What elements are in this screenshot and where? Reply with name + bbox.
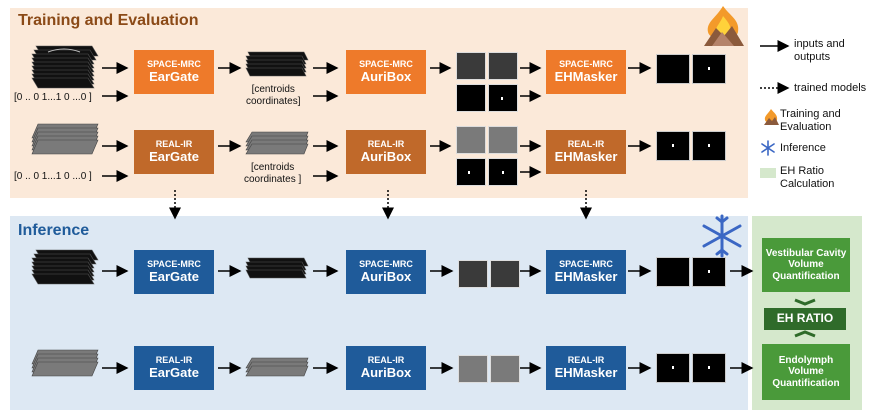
fire-icon <box>704 6 744 46</box>
label-vector-training-1: [0 .. 0 1...1 0 ...0 ] <box>14 92 92 103</box>
module-label: EHMasker <box>554 268 618 284</box>
centroids-label-training-1: [centroids coordinates] <box>246 84 301 107</box>
fire-legend-icon <box>764 109 779 125</box>
modality-label: SPACE-MRC <box>359 258 413 269</box>
ehmasker-real-ir-training: REAL-IR EHMasker <box>546 130 626 174</box>
vestibular-quantification-box: Vestibular Cavity Volume Quantification <box>762 238 850 292</box>
mask-dot <box>501 97 503 100</box>
mask-crop-right-space-training <box>488 84 518 112</box>
training-real-ir-volume <box>31 123 99 155</box>
ear-crop-right-space-inference <box>490 260 520 288</box>
legend-eh-swatch <box>760 168 776 178</box>
modality-label: REAL-IR <box>155 138 193 149</box>
inference-real-ir-crop <box>245 357 309 377</box>
module-label: EarGate <box>149 364 199 380</box>
module-label: EarGate <box>149 148 199 164</box>
legend-inference: Inference <box>780 142 826 154</box>
ear-crop-right-real-inference <box>490 355 520 383</box>
mask-crop-left-space-training <box>456 84 486 112</box>
legend-trained-models: trained models <box>794 82 867 94</box>
output-mask-left-space-training <box>656 54 690 84</box>
label-vector-training-2: [0 .. 0 1...1 0 ...0 ] <box>14 171 92 182</box>
eh-ratio-box: EH RATIO <box>764 308 846 330</box>
mask-dot <box>708 67 710 70</box>
inference-space-mrc-crop <box>245 257 309 279</box>
ear-crop-right-space-training <box>488 52 518 80</box>
auribox-real-ir-inference: REAL-IR AuriBox <box>346 346 426 390</box>
modality-label: SPACE-MRC <box>359 58 413 69</box>
ehmasker-space-mrc-training: SPACE-MRC EHMasker <box>546 50 626 94</box>
training-title: Training and Evaluation <box>18 12 199 29</box>
mask-crop-left-real-training <box>456 158 486 186</box>
ehmasker-space-mrc-inference: SPACE-MRC EHMasker <box>546 250 626 294</box>
output-mask-left-space-inference <box>656 257 690 287</box>
module-label: EarGate <box>149 268 199 284</box>
ear-crop-right-real-training <box>488 126 518 154</box>
module-label: AuriBox <box>360 268 412 284</box>
mask-dot <box>708 366 710 369</box>
mask-dot <box>502 171 504 174</box>
auribox-space-mrc-inference: SPACE-MRC AuriBox <box>346 250 426 294</box>
ehmasker-real-ir-inference: REAL-IR EHMasker <box>546 346 626 390</box>
mask-dot <box>672 366 674 369</box>
modality-label: SPACE-MRC <box>147 258 201 269</box>
auribox-space-mrc-training: SPACE-MRC AuriBox <box>346 50 426 94</box>
module-label: AuriBox <box>360 68 412 84</box>
training-space-mrc-volume <box>31 45 99 89</box>
module-label: AuriBox <box>360 364 412 380</box>
modality-label: REAL-IR <box>155 354 193 365</box>
ear-crop-left-space-training <box>456 52 486 80</box>
eargate-space-mrc-inference: SPACE-MRC EarGate <box>134 250 214 294</box>
legend-eh-ratio: EH Ratio Calculation <box>780 165 835 191</box>
inference-title: Inference <box>18 222 90 239</box>
training-space-mrc-crop <box>245 51 309 77</box>
snowflake-icon <box>702 214 742 258</box>
mask-dot <box>708 144 710 147</box>
modality-label: REAL-IR <box>367 354 405 365</box>
ear-crop-left-real-inference <box>458 355 488 383</box>
modality-label: REAL-IR <box>567 354 605 365</box>
module-label: EHMasker <box>554 68 618 84</box>
endolymph-quantification-box: Endolymph Volume Quantification <box>762 344 850 400</box>
centroids-label-training-2: [centroids coordinates ] <box>244 162 302 185</box>
auribox-real-ir-training: REAL-IR AuriBox <box>346 130 426 174</box>
ear-crop-left-space-inference <box>458 260 488 288</box>
eargate-space-mrc-training: SPACE-MRC EarGate <box>134 50 214 94</box>
mask-dot <box>672 144 674 147</box>
legend-training-eval: Training and Evaluation <box>780 108 841 134</box>
mask-dot <box>708 270 710 273</box>
training-real-ir-crop <box>245 131 309 155</box>
modality-label: SPACE-MRC <box>559 258 613 269</box>
module-label: EarGate <box>149 68 199 84</box>
inference-space-mrc-volume <box>31 249 99 285</box>
module-label: EHMasker <box>554 364 618 380</box>
mask-dot <box>468 171 470 174</box>
modality-label: REAL-IR <box>567 138 605 149</box>
legend-inputs-outputs: inputs and outputs <box>794 38 845 64</box>
module-label: AuriBox <box>360 148 412 164</box>
modality-label: SPACE-MRC <box>147 58 201 69</box>
modality-label: REAL-IR <box>367 138 405 149</box>
inference-real-ir-volume <box>31 349 99 377</box>
eargate-real-ir-training: REAL-IR EarGate <box>134 130 214 174</box>
module-label: EHMasker <box>554 148 618 164</box>
eargate-real-ir-inference: REAL-IR EarGate <box>134 346 214 390</box>
snowflake-legend-icon <box>761 140 775 156</box>
ear-crop-left-real-training <box>456 126 486 154</box>
modality-label: SPACE-MRC <box>559 58 613 69</box>
